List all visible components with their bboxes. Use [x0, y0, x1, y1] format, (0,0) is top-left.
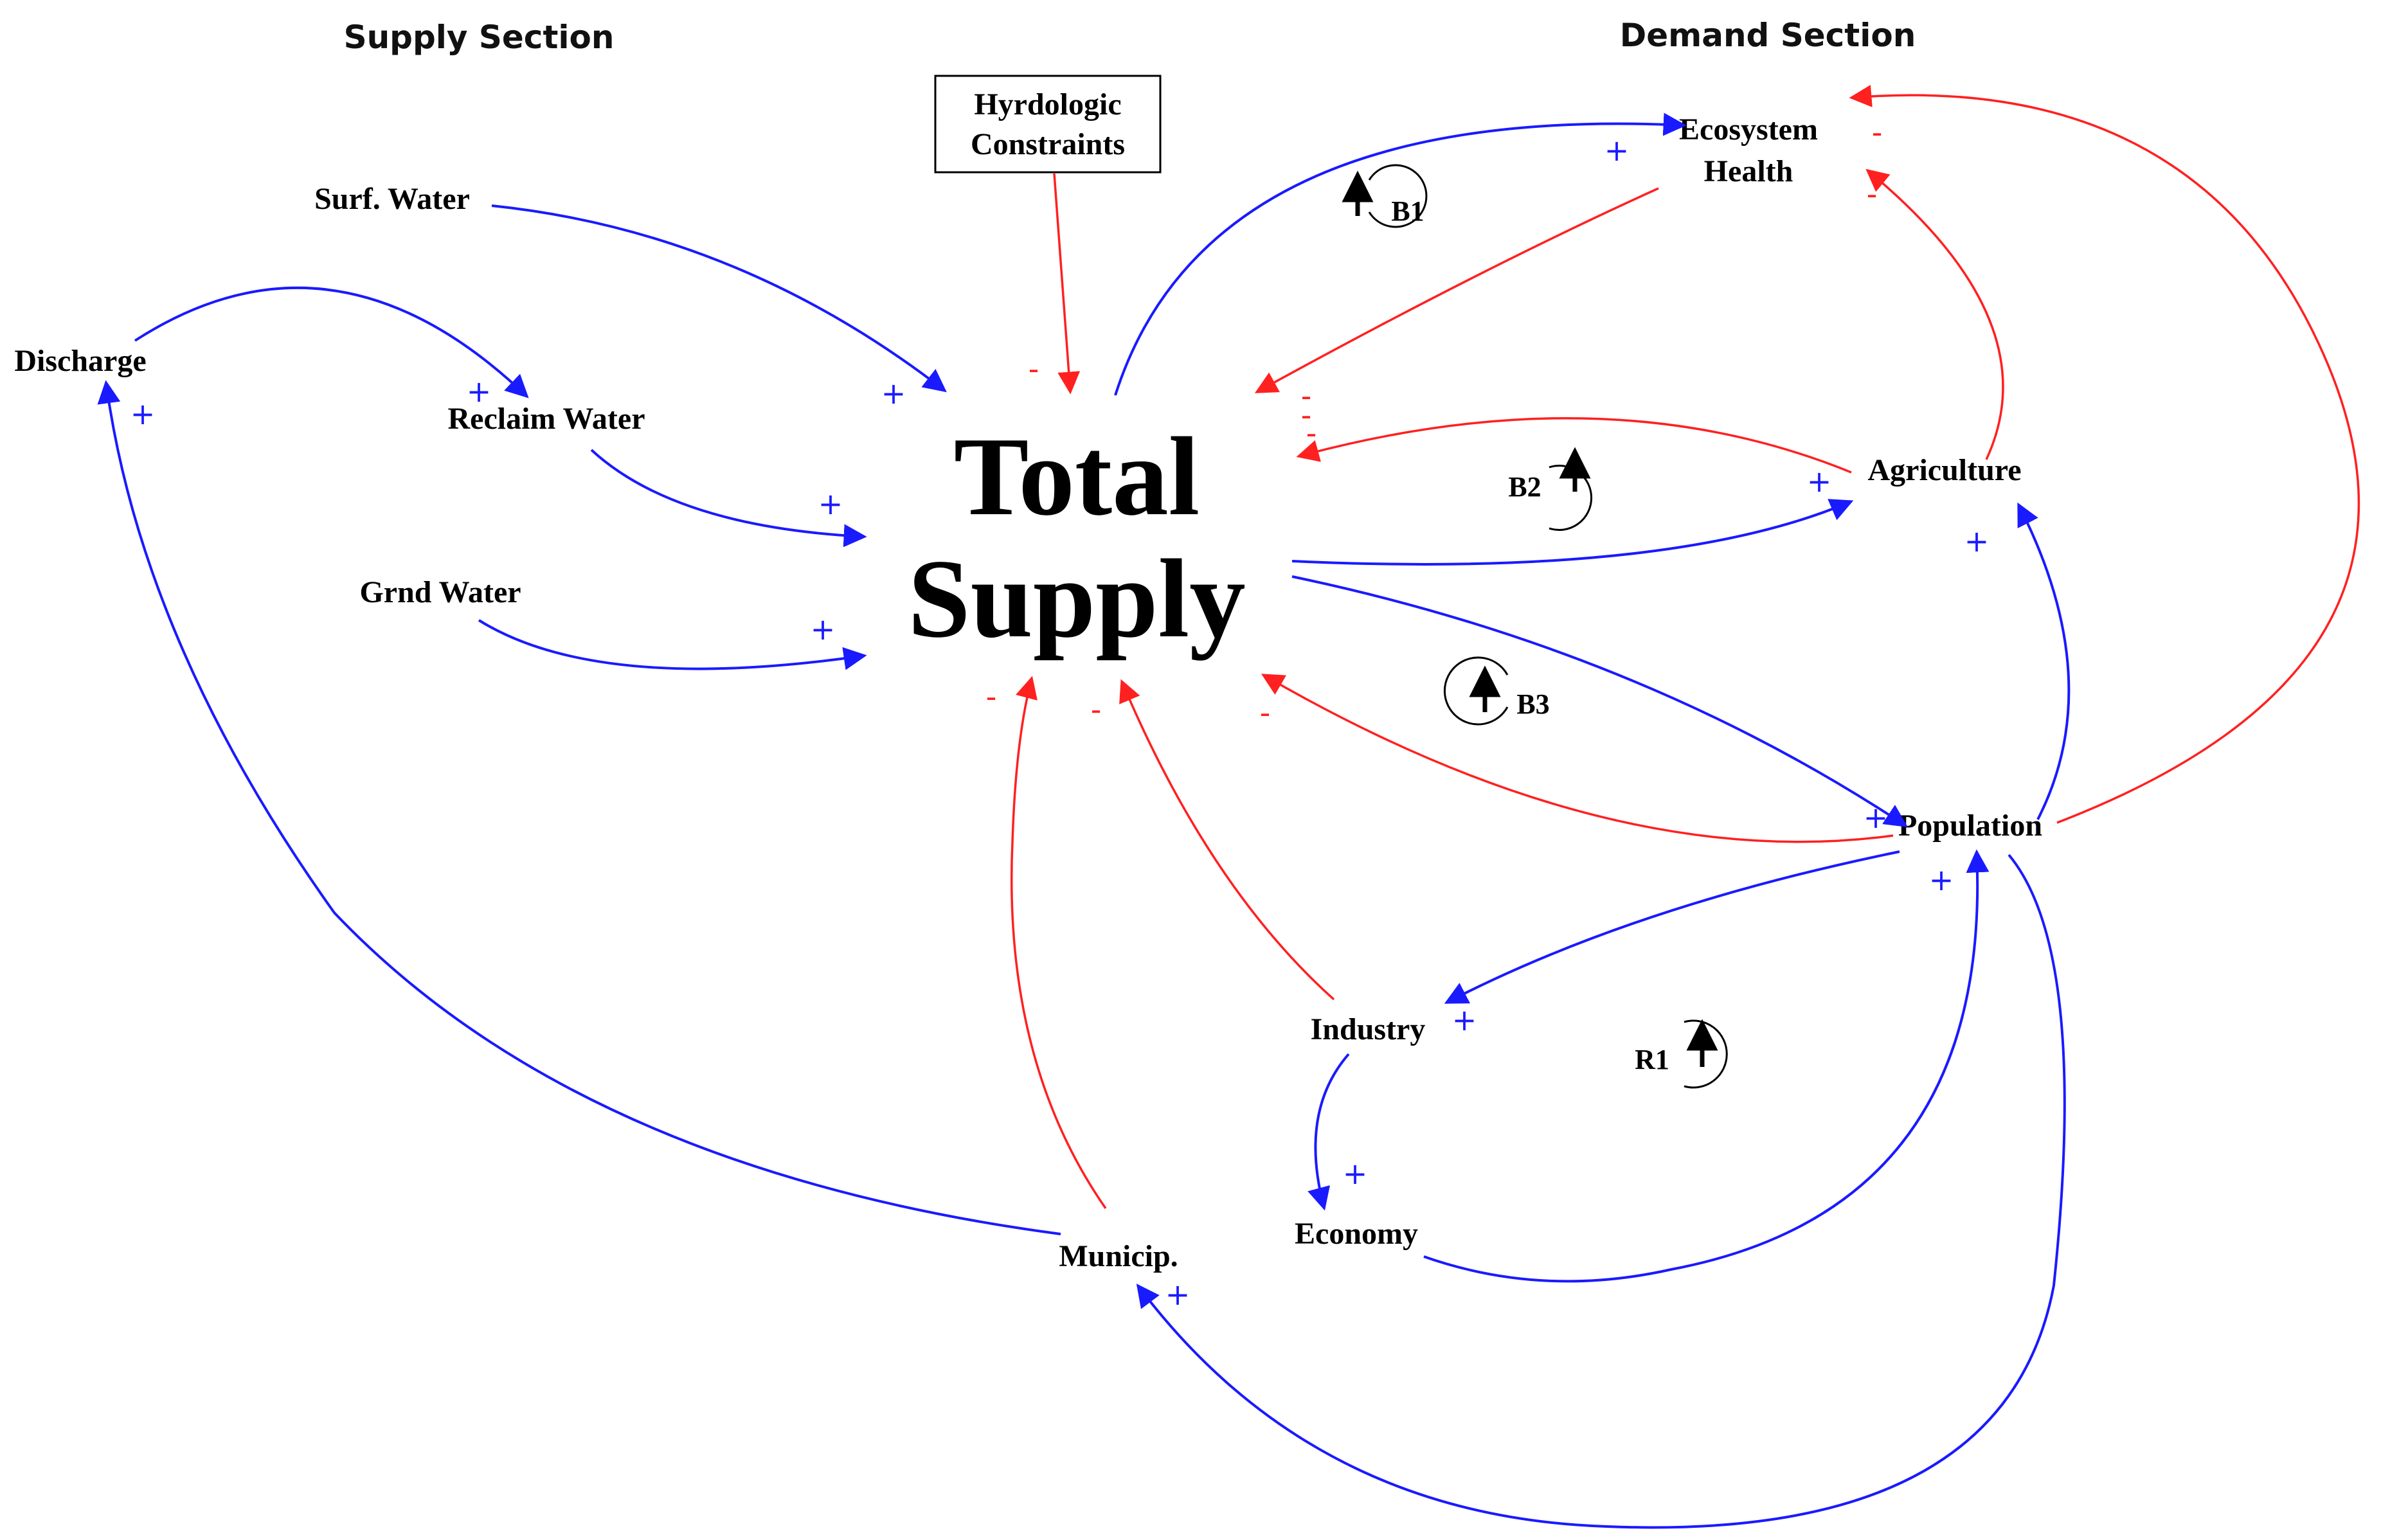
link-population-to-municip — [1136, 854, 2066, 1529]
loop-r1-arc — [1684, 1019, 1728, 1089]
loop-b1-label: B1 — [1391, 195, 1424, 227]
loop-b3-arc — [1443, 656, 1509, 726]
sign-minus-agriculture-to-supply-2: - — [1306, 416, 1317, 451]
link-agriculture-to-ecosystem-health — [1865, 168, 2004, 460]
sign-plus-population-from-economy: + — [1929, 863, 1954, 897]
link-population-to-total-supply — [1261, 674, 1894, 843]
link-industry-to-total-supply — [1119, 679, 1335, 1001]
link-municip-to-discharge — [97, 380, 1061, 1235]
sign-minus-industry: - — [1091, 692, 1102, 727]
supply-section-title: Supply Section — [344, 19, 615, 56]
node-reclaim-water: Reclaim Water — [447, 402, 645, 436]
node-agriculture: Agriculture — [1867, 453, 2021, 487]
sign-plus-population-from-supply: + — [1864, 800, 1889, 835]
total-supply-label-line2: Supply — [908, 536, 1245, 661]
sign-minus-municip: - — [986, 679, 997, 714]
link-population-to-ecosystem-health — [1849, 85, 2360, 824]
node-ecosystem-health-line1: Ecosystem — [1679, 112, 1818, 147]
loop-b1-arc — [1368, 164, 1428, 228]
sign-plus-industry: + — [1452, 1003, 1477, 1037]
link-reclaim-water-to-total-supply — [590, 449, 867, 548]
link-population-to-agriculture — [2017, 502, 2071, 820]
constraints-label-line1: Hyrdologic — [974, 87, 1121, 121]
link-industry-to-economy — [1307, 1053, 1350, 1211]
sign-minus-population-to-ecosystem: - — [1872, 115, 1883, 150]
link-constraints-to-total-supply — [1053, 173, 1081, 395]
link-economy-to-population — [1423, 849, 1990, 1283]
loop-b3-label: B3 — [1516, 688, 1549, 720]
sign-minus-agriculture-to-ecosystem: - — [1867, 177, 1878, 211]
sign-plus-surf-water: + — [881, 376, 906, 411]
loop-r1-label: R1 — [1635, 1044, 1669, 1075]
node-economy: Economy — [1295, 1217, 1418, 1251]
link-grnd-water-to-total-supply — [478, 619, 867, 670]
node-surf-water: Surf. Water — [314, 182, 470, 216]
link-population-to-industry — [1444, 850, 1900, 1004]
link-ecosystem-health-to-total-supply — [1254, 187, 1659, 393]
sign-plus-discharge: + — [130, 397, 156, 431]
link-surf-water-to-total-supply — [491, 204, 947, 393]
total-supply-label-line1: Total — [954, 414, 1200, 539]
node-municip: Municip. — [1059, 1239, 1178, 1273]
link-total-supply-to-population — [1291, 575, 1909, 827]
loop-b2-arc — [1549, 465, 1593, 531]
sign-plus-agriculture-from-supply: + — [1807, 464, 1832, 499]
link-total-supply-to-ecosystem-health — [1114, 112, 1687, 396]
sign-plus-agriculture-from-population: + — [1964, 524, 1990, 559]
loop-b2-label: B2 — [1508, 471, 1541, 503]
node-ecosystem-health-line2: Health — [1704, 154, 1793, 188]
demand-section-title: Demand Section — [1620, 17, 1916, 54]
sign-plus-economy: + — [1343, 1156, 1368, 1191]
node-discharge: Discharge — [14, 344, 146, 378]
sign-plus-reclaim-water: + — [467, 374, 492, 409]
link-municip-to-total-supply — [1010, 676, 1107, 1209]
node-industry: Industry — [1311, 1012, 1426, 1046]
sign-minus-population: - — [1260, 695, 1271, 730]
sign-plus-municip: + — [1165, 1277, 1191, 1312]
sign-minus-constraints: - — [1029, 352, 1039, 386]
constraints-label-line2: Constraints — [971, 127, 1125, 161]
sign-minus-agriculture-to-supply: - — [1301, 398, 1312, 433]
node-grnd-water: Grnd Water — [359, 575, 521, 609]
link-discharge-to-reclaim-water — [134, 286, 529, 398]
sign-plus-ecosystem-health: + — [1604, 133, 1630, 168]
sign-minus-ecosystem-to-supply: - — [1301, 379, 1312, 413]
sign-plus-grnd-water: + — [811, 612, 836, 647]
sign-plus-reclaim-to-supply: + — [818, 487, 843, 521]
link-total-supply-to-agriculture — [1291, 499, 1854, 566]
node-population: Population — [1898, 809, 2042, 843]
link-agriculture-to-total-supply — [1296, 416, 1852, 474]
constraints-box — [934, 75, 1162, 174]
